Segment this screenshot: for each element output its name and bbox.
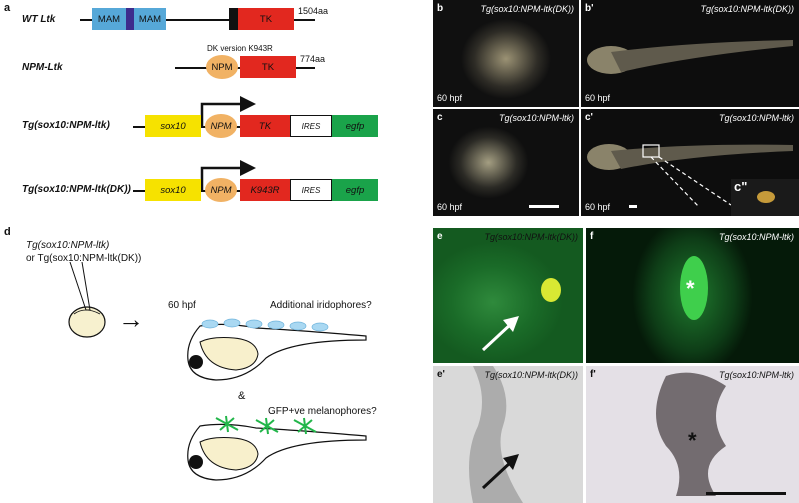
domain-black-block — [229, 8, 238, 30]
domain-tk: TK — [240, 56, 296, 78]
photo-title: Tg(sox10:NPM-ltk(DK)) — [480, 4, 574, 14]
cell-photo-shape — [469, 366, 523, 503]
panel-label-d: d — [4, 226, 11, 238]
promoter-arrow — [200, 160, 256, 190]
iridophore-icons — [201, 318, 329, 332]
domain-transmembrane — [126, 8, 134, 30]
stage-label: 60 hpf — [168, 300, 196, 311]
photo-f: f Tg(sox10:NPM-ltk) * — [586, 228, 799, 363]
panel-label-b: b — [437, 3, 444, 14]
domain-k943r: K943R — [240, 179, 290, 201]
larva-iridophores-diagram — [187, 318, 367, 381]
photo-b-prime: b' Tg(sox10:NPM-ltk(DK)) 60 hpf — [581, 0, 799, 107]
domain-ires: IRES — [290, 179, 332, 201]
domain-ires: IRES — [290, 115, 332, 137]
domain-egfp: egfp — [332, 179, 378, 201]
stage-label: 60 hpf — [585, 202, 611, 212]
photo-title: Tg(sox10:NPM-ltk) — [718, 370, 794, 380]
cell-photo-shape — [680, 256, 708, 320]
domain-sox10: sox10 — [145, 115, 201, 137]
photo-e: e Tg(sox10:NPM-ltk(DK)) — [433, 228, 583, 363]
injection-line1: Tg(sox10:NPM-ltk) — [26, 240, 110, 251]
stage-label: 60 hpf — [585, 93, 611, 103]
melanophore-icons — [215, 415, 317, 435]
photo-e-prime: e' Tg(sox10:NPM-ltk(DK)) — [433, 366, 583, 503]
photo-b: b Tg(sox10:NPM-ltk(DK)) 60 hpf — [433, 0, 579, 107]
scale-bar — [706, 492, 786, 495]
panel-label-c: c — [437, 112, 443, 123]
photo-title: Tg(sox10:NPM-ltk(DK)) — [700, 4, 794, 14]
dk-note: DK version K943R — [207, 44, 273, 53]
panel-label-b-prime: b' — [585, 3, 594, 14]
panel-label-a: a — [4, 2, 11, 14]
domain-mam-2: MAM — [134, 8, 166, 30]
stage-label: 60 hpf — [437, 202, 463, 212]
cell-photo-shape — [481, 278, 561, 352]
domain-tk: TK — [238, 8, 294, 30]
domain-npm: NPM — [205, 178, 237, 202]
photo-f-prime: f' Tg(sox10:NPM-ltk) * — [586, 366, 799, 503]
length-label: 774aa — [300, 54, 326, 64]
gene-line — [80, 19, 315, 21]
larva-melanophores-diagram — [187, 415, 367, 481]
panel-label-f: f — [590, 231, 594, 242]
domain-npm: NPM — [205, 114, 237, 138]
panel-label-c-prime: c' — [585, 112, 593, 123]
larva-photo-shape — [587, 40, 793, 74]
panel-label-f-prime: f' — [590, 369, 596, 380]
asterisk-marker: * — [686, 276, 695, 301]
photo-c: c Tg(sox10:NPM-ltk) 60 hpf — [433, 109, 579, 216]
arrow-icon: → — [118, 304, 144, 334]
photo-title: Tg(sox10:NPM-ltk(DK)) — [484, 232, 578, 242]
larva-photo-shape — [587, 144, 799, 216]
domain-sox10: sox10 — [145, 179, 201, 201]
cell-photo-shape — [656, 372, 726, 496]
embryo-injection-icon — [68, 262, 106, 338]
promoter-arrow — [200, 96, 256, 126]
domain-egfp: egfp — [332, 115, 378, 137]
inset-label: c" — [734, 179, 748, 194]
question-iridophores: Additional iridophores? — [270, 300, 372, 311]
domain-npm: NPM — [206, 55, 238, 79]
photo-title: Tg(sox10:NPM-ltk) — [718, 113, 794, 123]
injection-line2: or Tg(sox10:NPM-ltk(DK)) — [26, 253, 142, 264]
domain-tk: TK — [240, 115, 290, 137]
photo-title: Tg(sox10:NPM-ltk(DK)) — [484, 370, 578, 380]
construct-name-wt-ltk: WT Ltk — [22, 14, 56, 25]
asterisk-marker: * — [688, 428, 697, 453]
photo-c-prime: c' Tg(sox10:NPM-ltk) 60 hpf c" — [581, 109, 799, 216]
domain-mam-1: MAM — [92, 8, 126, 30]
construct-name-npm-ltk: NPM-Ltk — [22, 62, 63, 73]
construct-name-tg-npm-ltk: Tg(sox10:NPM-ltk) — [22, 120, 110, 131]
photo-title: Tg(sox10:NPM-ltk) — [718, 232, 794, 242]
stage-label: 60 hpf — [437, 93, 463, 103]
scale-bar — [529, 205, 559, 208]
length-label: 1504aa — [298, 6, 329, 16]
panel-label-e-prime: e' — [437, 369, 445, 380]
construct-name-tg-npm-ltk-dk: Tg(sox10:NPM-ltk(DK)) — [22, 184, 131, 195]
ampersand: & — [238, 390, 246, 402]
photo-title: Tg(sox10:NPM-ltk) — [498, 113, 574, 123]
question-melanophores: GFP+ve melanophores? — [268, 406, 377, 417]
scale-bar — [629, 205, 637, 208]
panel-label-e: e — [437, 231, 443, 242]
